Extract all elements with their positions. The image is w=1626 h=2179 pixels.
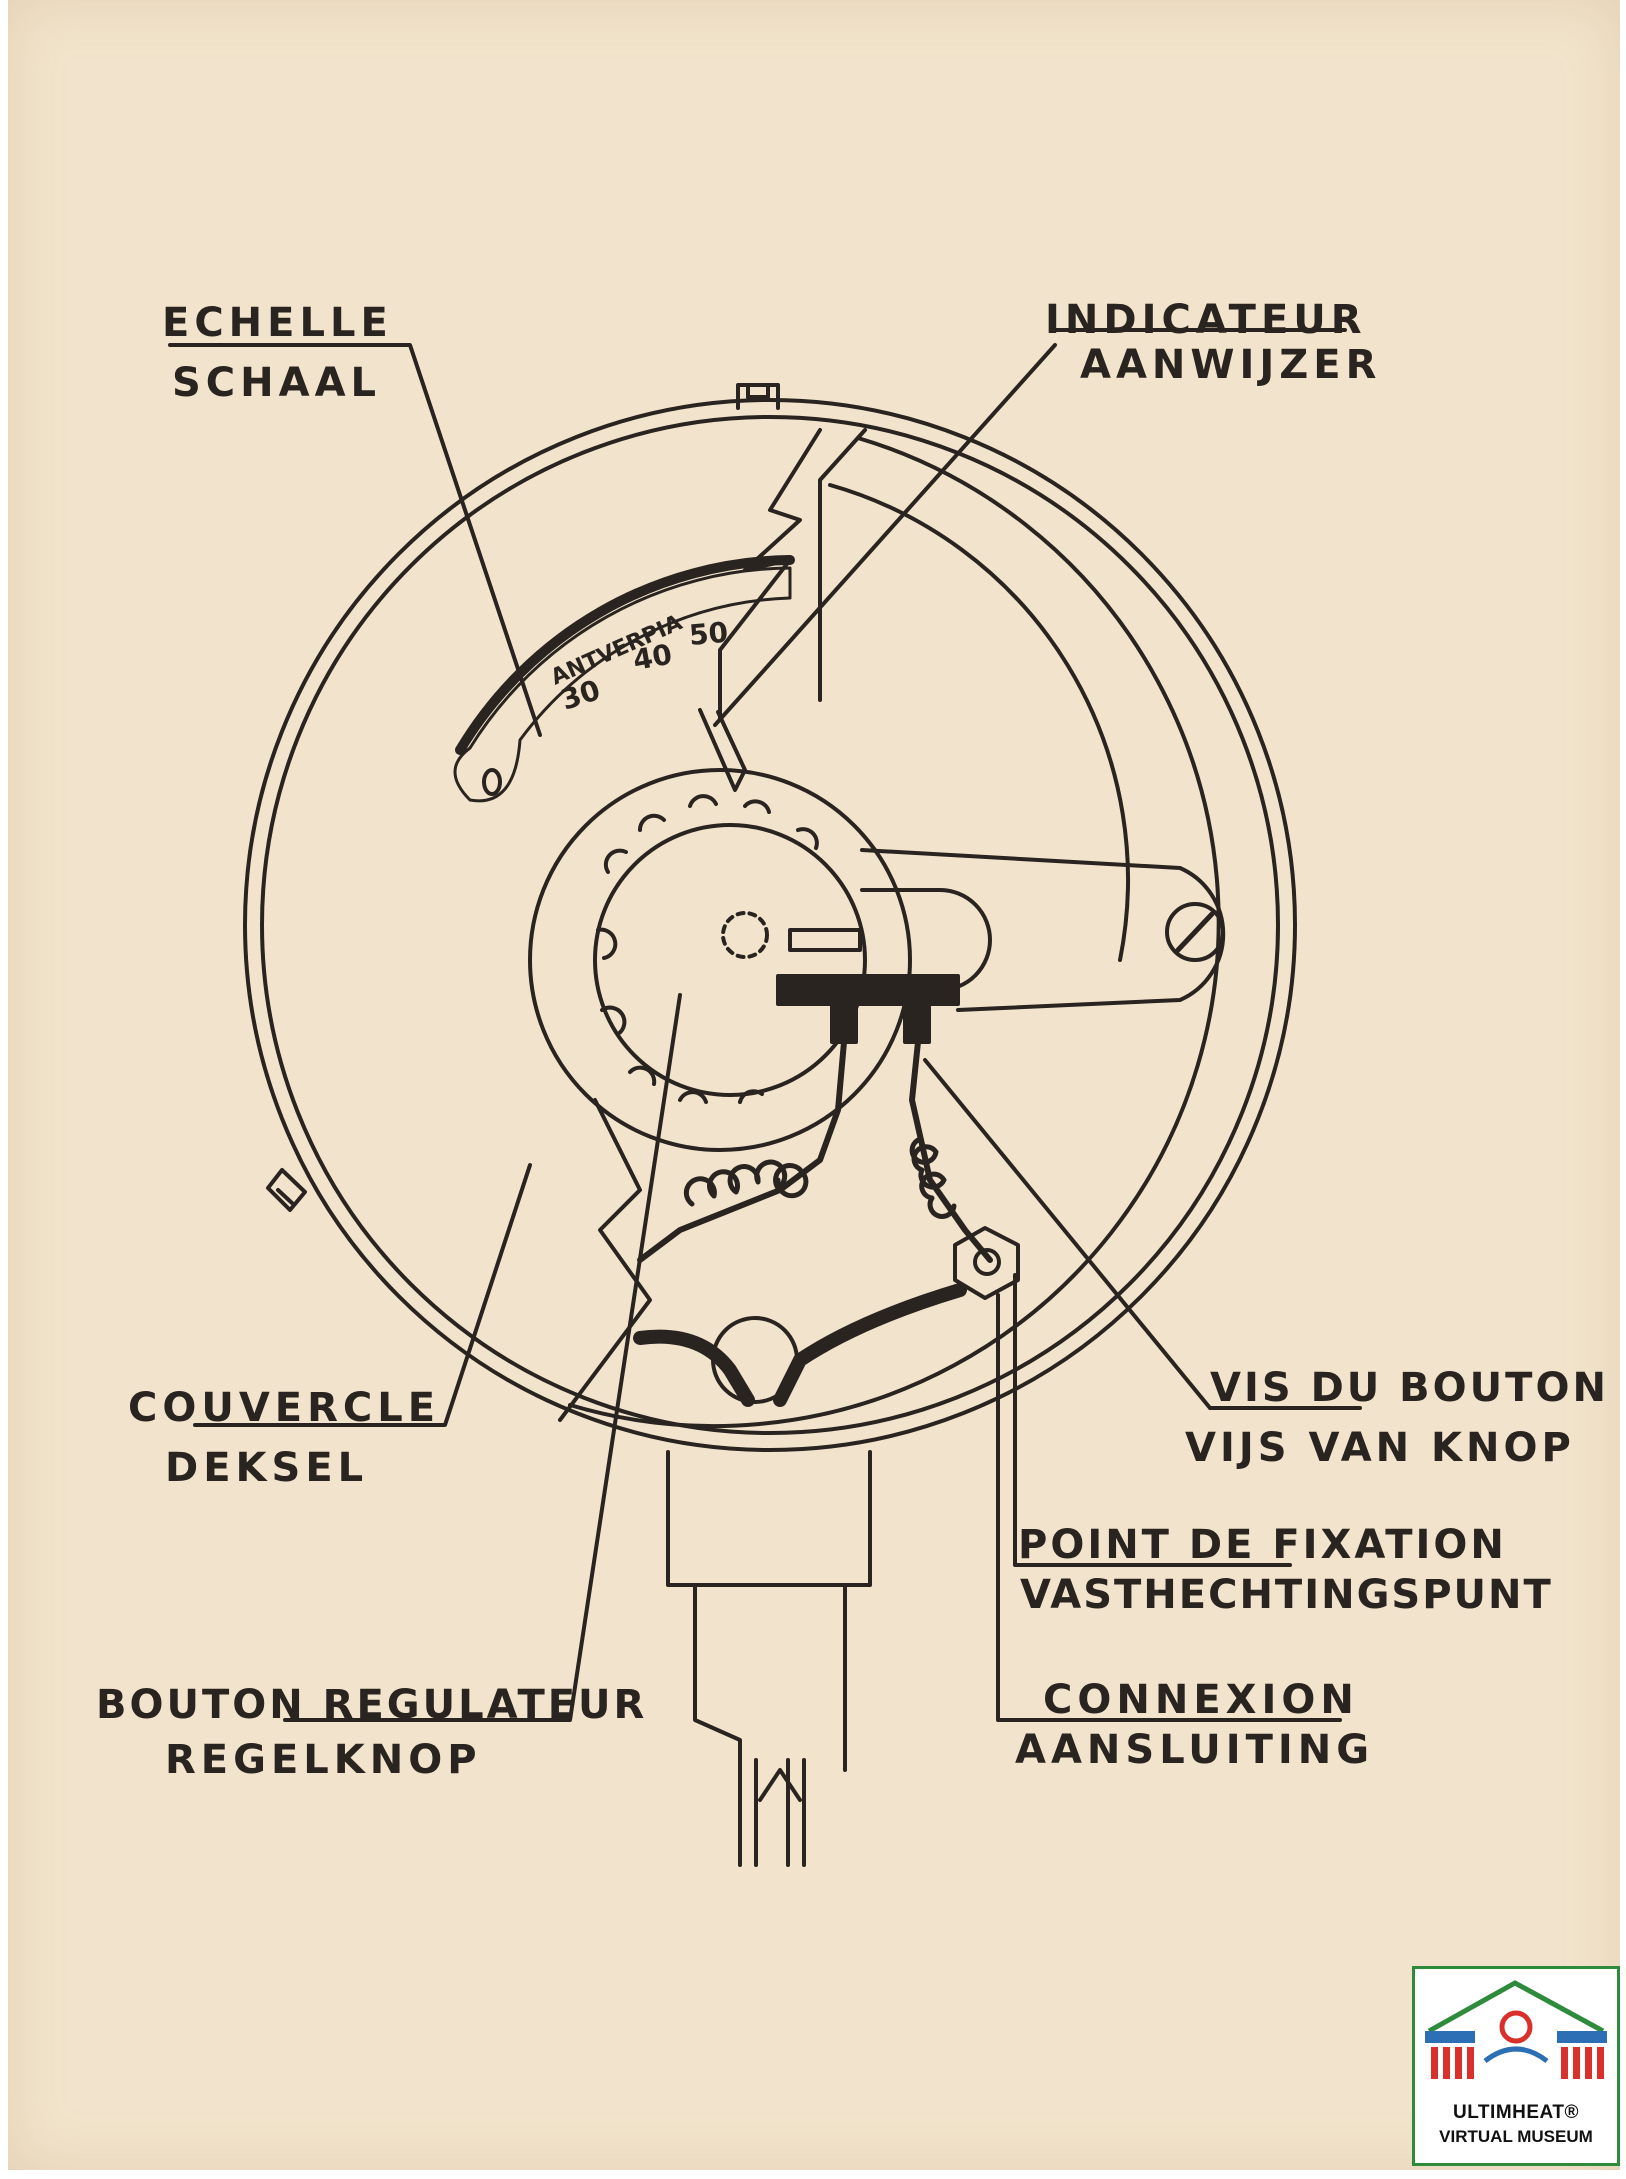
- museum-logo-line1: ULTIMHEAT®: [1453, 2102, 1579, 2123]
- label-echelle-nl: SCHAAL: [172, 360, 382, 406]
- label-indicateur-nl: AANWIJZER: [1080, 342, 1382, 388]
- label-connexion-nl: AANSLUITING: [1015, 1727, 1375, 1773]
- stem-upper: [666, 1450, 872, 1587]
- contact-blade: [788, 928, 862, 952]
- leader-vis: [923, 1058, 1362, 1410]
- label-couvercle-fr: COUVERCLE: [128, 1385, 441, 1431]
- top-lug: [736, 383, 780, 410]
- knob-outer: [528, 768, 912, 1152]
- label-connexion-fr: CONNEXION: [1043, 1677, 1359, 1723]
- knob-scallops: [596, 794, 819, 1104]
- leader-echelle: [168, 343, 542, 737]
- scale-plate-hole: [482, 768, 502, 796]
- stem-lower: [693, 1583, 847, 1802]
- museum-building-icon: [1425, 1980, 1607, 2079]
- museum-logo-line2: VIRTUAL MUSEUM: [1439, 2127, 1593, 2146]
- knob-center: [721, 911, 769, 959]
- housing-inner-ring: [260, 415, 1280, 1435]
- arm-screw: [1165, 902, 1225, 962]
- terminal-right: [903, 998, 931, 1044]
- leader-indicateur: [713, 328, 1347, 727]
- fixing-nut: [953, 1226, 1020, 1300]
- leader-point: [1013, 1273, 1292, 1567]
- label-echelle-fr: ECHELLE: [162, 300, 393, 346]
- cable-gland: [711, 1316, 799, 1404]
- cutaway-edge-right: [818, 428, 867, 702]
- museum-logo: ULTIMHEAT® VIRTUAL MUSEUM: [1412, 1966, 1620, 2166]
- coil-left: [683, 1159, 809, 1207]
- knob-inner: [593, 823, 867, 1097]
- stem-cable: [738, 1758, 806, 1867]
- scale-tick-50: 50: [688, 616, 730, 652]
- label-vis-nl: VIJS VAN KNOP: [1185, 1425, 1575, 1471]
- indicator-pointer: [698, 708, 747, 792]
- label-bouton-fr: BOUTON REGULATEUR: [96, 1682, 648, 1728]
- braid-left: [633, 1329, 755, 1407]
- label-point-fr: POINT DE FIXATION: [1018, 1522, 1507, 1568]
- fixing-nut-hole: [973, 1248, 1001, 1276]
- leader-couvercle: [193, 1163, 532, 1427]
- terminal-left: [830, 998, 858, 1044]
- arm-screw-slot: [1175, 911, 1215, 953]
- wire-left: [637, 1039, 847, 1263]
- cutaway-edge-top: [718, 428, 822, 722]
- label-couvercle-nl: DEKSEL: [165, 1445, 369, 1491]
- cutaway-edge-bottom: [558, 1098, 652, 1422]
- label-vis-fr: VIS DU BOUTON: [1210, 1365, 1609, 1411]
- scale-tick-40: 40: [630, 638, 674, 677]
- side-lug: [266, 1168, 307, 1212]
- contact-bar: [776, 974, 960, 1006]
- leader-bouton: [283, 993, 682, 1722]
- leader-connexion: [996, 1293, 1342, 1722]
- paper-sheet: [8, 0, 1620, 2170]
- label-bouton-nl: REGELKNOP: [165, 1737, 482, 1783]
- housing-outer-ring: [243, 398, 1297, 1452]
- wire-right: [909, 1039, 993, 1263]
- scale-plate-shade: [455, 555, 795, 755]
- coil-right: [909, 1137, 957, 1219]
- cover-inner-arc: [828, 483, 1130, 962]
- braid-right: [773, 1283, 967, 1407]
- scale-plate: [453, 566, 792, 803]
- cover-ring: [568, 436, 1221, 1428]
- label-point-nl: VASTHECHTINGSPUNT: [1020, 1572, 1553, 1618]
- label-indicateur-fr: INDICATEUR: [1045, 297, 1367, 343]
